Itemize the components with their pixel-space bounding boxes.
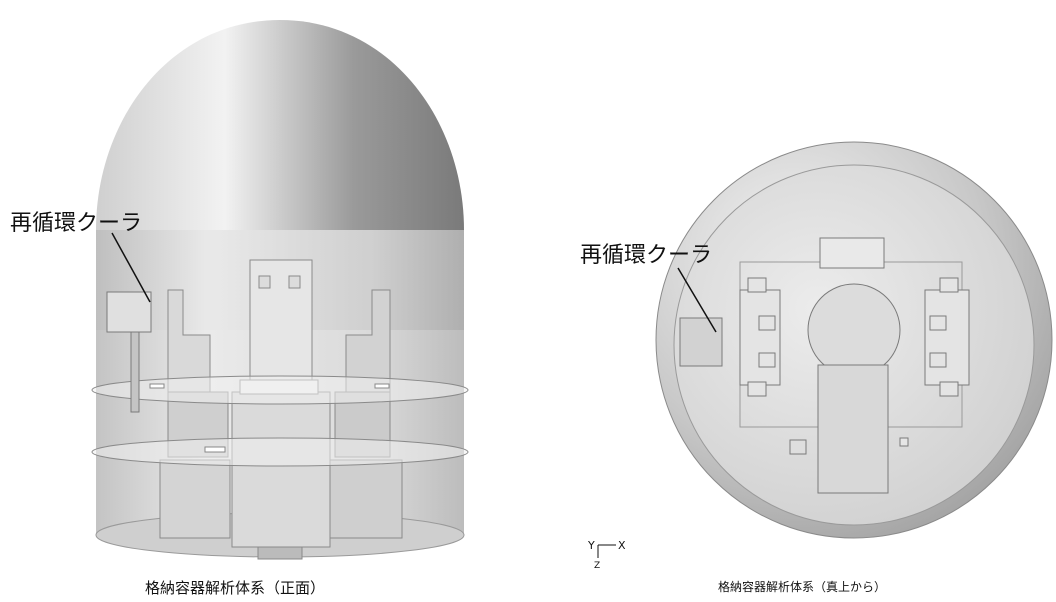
top-view-caption: 格納容器解析体系（真上から）: [718, 579, 886, 594]
top-view-containment-model: [655, 141, 1053, 539]
recirculation-cooler-front: [106, 291, 152, 413]
front-view-caption: 格納容器解析体系（正面）: [145, 579, 325, 597]
top-label-leader-line: [677, 267, 717, 333]
axis-triad: Y X Z: [587, 539, 626, 571]
axis-y-label: Y: [587, 539, 595, 552]
upper-floor-slab: [91, 375, 469, 405]
internal-structures: [159, 259, 403, 548]
top-component-label: 再循環クーラ: [580, 243, 712, 268]
axis-x-label: X: [618, 539, 626, 552]
axis-z-label: Z: [594, 561, 600, 571]
recirculation-cooler-top: [679, 317, 723, 367]
front-component-label: 再循環クーラ: [10, 211, 142, 236]
lower-floor-slab: [91, 437, 469, 467]
front-view-containment-model: [91, 20, 469, 560]
front-label-leader-line: [111, 232, 151, 303]
